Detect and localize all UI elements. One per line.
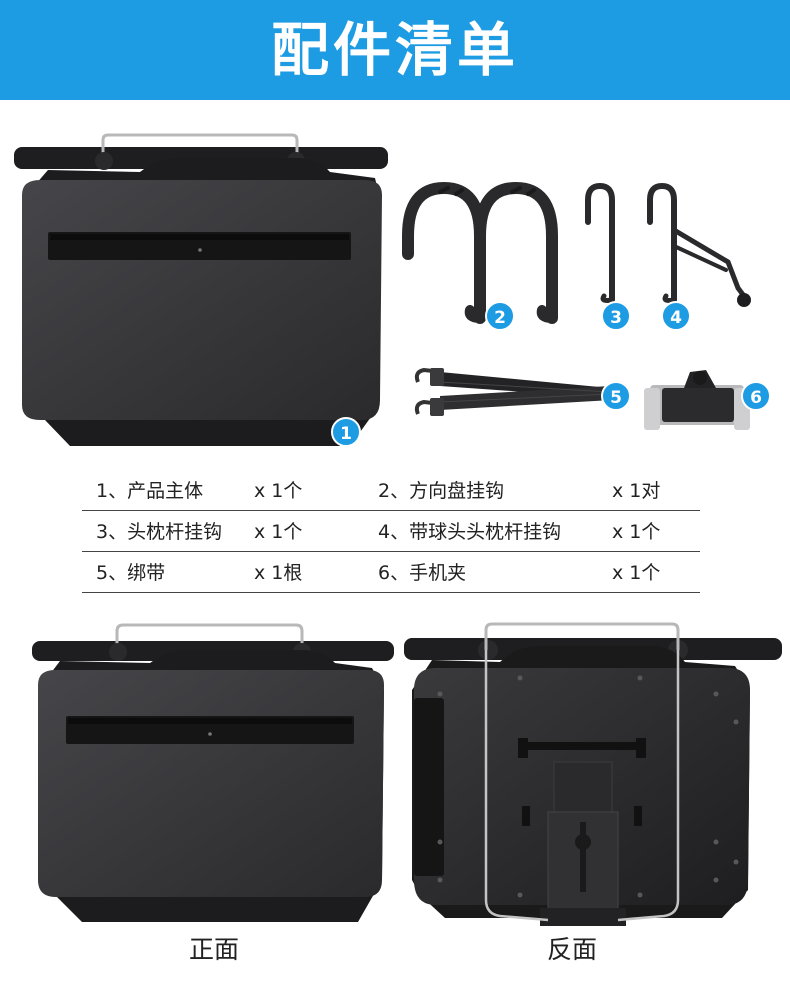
badge-2: 2 [485,301,515,331]
parts-list: 1、产品主体 x 1个 2、方向盘挂钩 x 1对 3、头枕杆挂钩 x 1个 4、… [82,470,700,593]
front-view-image [32,623,394,922]
part-name: 3、头枕杆挂钩 [96,521,223,543]
part-name: 6、手机夹 [378,562,467,584]
part-name: 4、带球头头枕杆挂钩 [378,521,562,543]
front-view-label: 正面 [189,935,240,964]
page-title: 配件清单 [270,16,519,84]
badge-1: 1 [331,417,361,447]
part-quantity: x 1根 [254,562,303,584]
phone-clamp-image [644,370,750,430]
badge-4: 4 [661,301,691,331]
part-quantity: x 1个 [254,480,303,502]
parts-row: 1、产品主体 x 1个 2、方向盘挂钩 x 1对 [82,470,700,511]
headrest-hook-image [585,182,615,303]
back-view-image [404,622,782,926]
part-quantity: x 1对 [612,480,661,502]
part-quantity: x 1个 [612,562,661,584]
part-quantity: x 1个 [254,521,303,543]
back-view-label: 反面 [547,935,598,964]
main-body-image [14,133,388,446]
parts-row: 5、绑带 x 1根 6、手机夹 x 1个 [82,552,700,593]
strap-image [414,367,612,416]
part-quantity: x 1个 [612,521,661,543]
ball-headrest-hook-image [647,182,751,307]
badge-3: 3 [601,301,631,331]
steering-wheel-hooks-image [402,181,558,324]
part-name: 2、方向盘挂钩 [378,480,505,502]
badge-5: 5 [601,381,631,411]
part-name: 1、产品主体 [96,480,204,502]
header-banner: 配件清单 [0,0,790,100]
badge-6: 6 [741,381,771,411]
parts-row: 3、头枕杆挂钩 x 1个 4、带球头头枕杆挂钩 x 1个 [82,511,700,552]
part-name: 5、绑带 [96,562,166,584]
